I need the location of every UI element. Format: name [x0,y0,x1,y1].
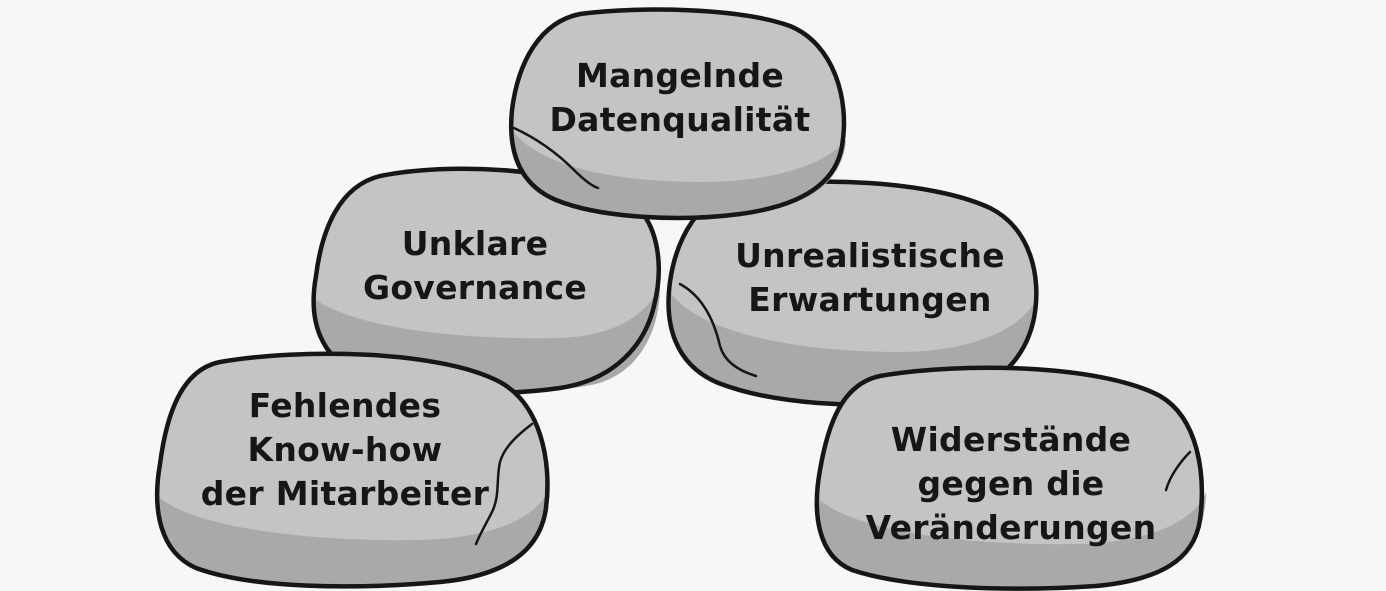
label-line: Governance [362,268,588,307]
rock-know-how [154,351,550,589]
label-line: Widerstände [890,420,1132,459]
label-line: Unrealistische [735,236,1005,275]
label-line: gegen die [917,464,1105,503]
label-datenqualitaet: Mangelnde Datenqualität [520,50,840,146]
label-line: Fehlendes [248,386,442,425]
label-line: Unklare [401,224,549,263]
label-governance: Unklare Governance [320,218,630,314]
label-line: Know-how [247,430,443,469]
label-line: Erwartungen [748,280,992,319]
label-widerstaende: Widerstände gegen die Veränderungen [836,414,1186,554]
label-erwartungen: Unrealistische Erwartungen [700,230,1040,326]
rock-datenqualitaet [509,7,847,221]
label-line: Datenqualität [549,100,811,139]
rock-widerstaende [814,365,1206,591]
label-know-how: Fehlendes Know-how der Mitarbeiter [170,380,520,520]
label-line: der Mitarbeiter [200,474,490,513]
label-line: Veränderungen [865,508,1157,547]
label-line: Mangelnde [575,56,785,95]
